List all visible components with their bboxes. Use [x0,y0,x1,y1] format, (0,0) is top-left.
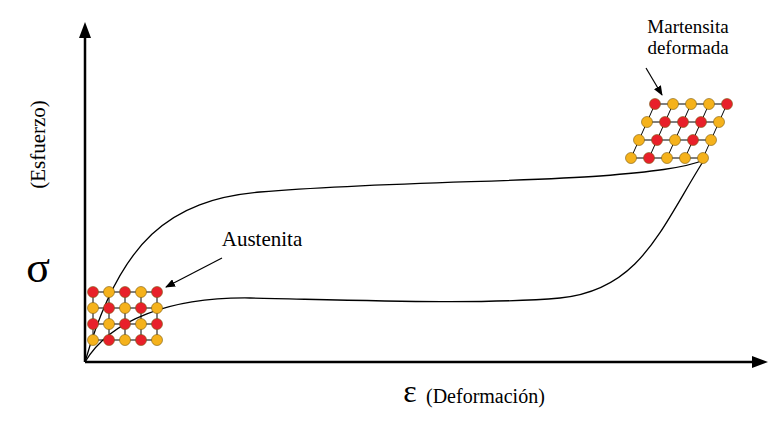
stress-axis-title: (Esfuerzo) [26,101,49,190]
austenite-lattice [93,292,157,340]
martensite-atoms [626,99,733,164]
strain-axis-title: (Deformación) [426,385,545,407]
strain-symbol: ε [403,374,416,409]
stress-symbol: σ [26,244,50,292]
leader-arrow [166,258,222,287]
austenite-label: Austenita [222,228,302,251]
loading-curve [85,160,704,362]
y-axis-arrow [79,22,91,38]
x-axis [85,361,756,364]
martensite-lattice [631,104,727,158]
martensite-label: Martensita deformada [633,17,743,59]
leader-arrow [646,68,662,95]
austenite-atoms [88,287,163,346]
y-axis [84,34,87,362]
unloading-curve [85,160,704,362]
x-axis-arrow [752,356,768,368]
